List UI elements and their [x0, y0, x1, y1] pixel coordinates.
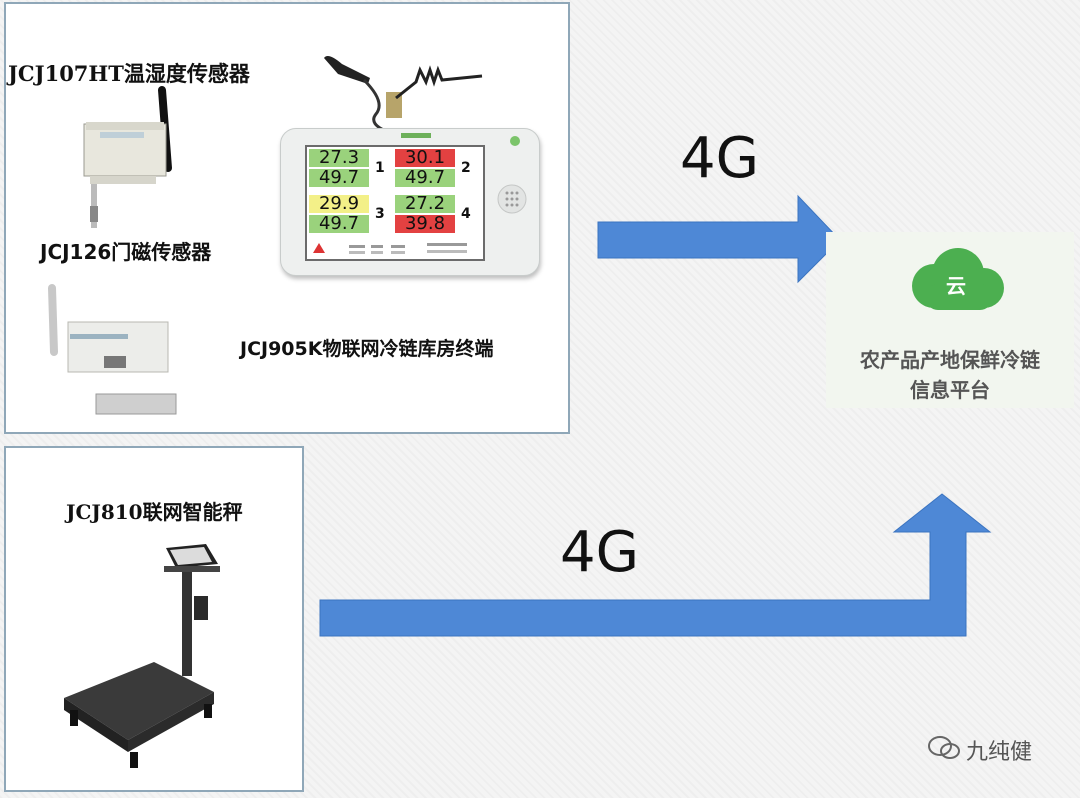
platform-name-line1: 农产品产地保鲜冷链	[860, 348, 1040, 372]
terminal-screen: 27.3 49.7 1 30.1 49.7 2 29.9 49.7 3 27.2…	[305, 145, 485, 261]
ch1-temp-cell: 27.3	[309, 149, 369, 167]
ch3-temp-cell: 29.9	[309, 195, 369, 213]
ch3-hum-cell: 49.7	[309, 215, 369, 233]
bottom-arrow	[319, 493, 992, 637]
terminal-label: JCJ905K物联网冷链库房终端	[240, 338, 494, 360]
ch3-number: 3	[375, 206, 385, 222]
ch4-hum-cell: 39.8	[395, 215, 455, 233]
antenna-image	[324, 56, 483, 134]
platform-name-line2: 信息平台	[910, 378, 990, 402]
ch2-temp-cell: 30.1	[395, 149, 455, 167]
top-4g-label: 4G	[680, 126, 760, 191]
power-led-icon	[510, 136, 520, 146]
ch4-number: 4	[461, 206, 471, 222]
cloud-icon-char: 云	[946, 274, 966, 298]
temp-sensor-label: JCJ107HT温湿度传感器	[8, 61, 250, 86]
ch2-number: 2	[461, 160, 471, 176]
cloud-platform: 云 农产品产地保鲜冷链 信息平台	[826, 232, 1074, 408]
door-sensor-image	[48, 284, 177, 415]
smart-scale-image	[64, 544, 220, 768]
scale-label: JCJ810联网智能秤	[66, 500, 243, 524]
cold-chain-terminal-image: 27.3 49.7 1 30.1 49.7 2 29.9 49.7 3 27.2…	[280, 128, 540, 276]
ch1-number: 1	[375, 160, 385, 176]
wechat-icon	[928, 736, 960, 759]
status-bar-graphic	[313, 243, 467, 254]
brand-strip	[401, 133, 431, 138]
temp-humidity-sensor-image	[83, 86, 172, 228]
ch1-hum-cell: 49.7	[309, 169, 369, 187]
speaker-grille	[497, 184, 527, 214]
bottom-4g-label: 4G	[560, 520, 640, 585]
ch4-temp-cell: 27.2	[395, 195, 455, 213]
door-sensor-label: JCJ126门磁传感器	[40, 240, 212, 264]
ch2-hum-cell: 49.7	[395, 169, 455, 187]
cloud-icon	[912, 248, 1004, 310]
watermark-text: 九纯健	[966, 740, 1033, 765]
top-arrow	[597, 194, 841, 284]
